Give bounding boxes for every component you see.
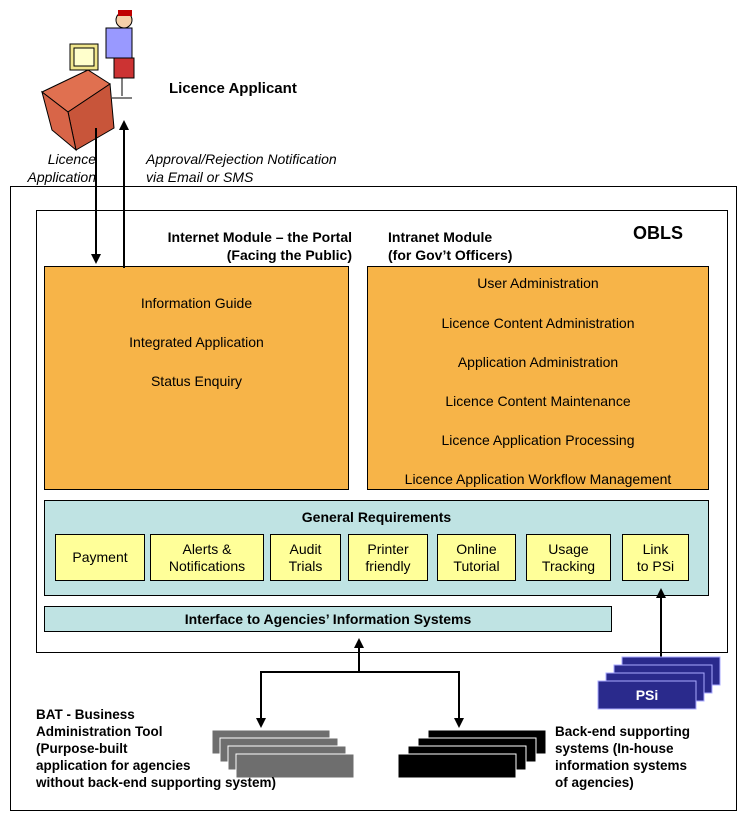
- requirement-alerts-notifications: Alerts &Notifications: [150, 534, 264, 581]
- bat-line-1: BAT - Business: [36, 707, 135, 722]
- bat-description: BAT - Business Administration Tool (Purp…: [36, 706, 276, 791]
- internet-module-title: Internet Module – the Portal (Facing the…: [120, 228, 352, 264]
- internet-item-status-enquiry: Status Enquiry: [150, 373, 243, 389]
- obls-title: OBLS: [633, 223, 684, 243]
- backend-description: Back-end supporting systems (In-house in…: [555, 723, 690, 791]
- application-label-line2: Application: [27, 169, 97, 185]
- backend-line-3: information systems: [555, 758, 688, 773]
- intranet-item-licence-content-administration: Licence Content Administration: [441, 315, 635, 331]
- requirement-psi-line1: Link: [642, 540, 669, 557]
- application-label-line1: Licence: [47, 151, 96, 167]
- applicant-label: Licence Applicant: [169, 80, 297, 97]
- intranet-item-licence-content-maintenance: Licence Content Maintenance: [445, 393, 631, 409]
- requirement-audit-line1: Audit: [289, 540, 322, 557]
- backend-line-4: of agencies): [555, 775, 634, 790]
- intranet-module-title: Intranet Module (for Gov’t Officers): [388, 228, 512, 264]
- bat-line-5: without back-end supporting system): [36, 775, 277, 790]
- intranet-item-application-administration: Application Administration: [457, 354, 619, 370]
- requirement-alerts-line1: Alerts &: [182, 540, 232, 557]
- notification-arrow-label: Approval/Rejection Notification via Emai…: [146, 150, 337, 186]
- bat-line-4: application for agencies: [36, 758, 191, 773]
- requirement-printer-line2: friendly: [365, 557, 411, 574]
- interface-bar: Interface to Agencies’ Information Syste…: [44, 606, 612, 632]
- internet-module-box: Information Guide Integrated Application…: [44, 266, 349, 490]
- bat-line-2: Administration Tool: [36, 724, 163, 739]
- intranet-item-workflow-management: Licence Application Workflow Management: [404, 471, 672, 487]
- requirement-psi-line2: to PSi: [636, 557, 675, 574]
- intranet-module-box: User Administration Licence Content Admi…: [367, 266, 709, 490]
- application-arrow-label: Licence Application: [8, 150, 97, 186]
- requirement-tutorial-line1: Online: [456, 540, 497, 557]
- notification-label-line2: via Email or SMS: [146, 169, 254, 185]
- intranet-item-user-administration: User Administration: [477, 275, 599, 291]
- general-requirements-title: General Requirements: [301, 509, 452, 525]
- internet-item-information-guide: Information Guide: [140, 295, 253, 311]
- requirement-audit-line2: Trials: [288, 557, 323, 574]
- intranet-module-title-line1: Intranet Module: [388, 229, 493, 245]
- intranet-item-licence-application-processing: Licence Application Processing: [441, 432, 635, 448]
- requirement-tutorial-line2: Tutorial: [453, 557, 500, 574]
- notification-label-line1: Approval/Rejection Notification: [146, 151, 337, 167]
- requirement-usage-line1: Usage: [548, 540, 589, 557]
- requirement-usage-line2: Tracking: [541, 557, 596, 574]
- requirement-payment: Payment: [55, 534, 145, 581]
- bat-line-3: (Purpose-built: [36, 741, 128, 756]
- intranet-module-title-line2: (for Gov’t Officers): [388, 247, 513, 263]
- internet-module-title-line2: (Facing the Public): [226, 247, 352, 263]
- psi-label: PSi: [635, 687, 659, 703]
- requirement-alerts-line2: Notifications: [168, 557, 246, 574]
- requirement-printer-line1: Printer: [367, 540, 409, 557]
- requirement-payment-line1: Payment: [72, 549, 128, 565]
- internet-module-title-line1: Internet Module – the Portal: [167, 229, 352, 245]
- backend-line-1: Back-end supporting: [555, 724, 691, 739]
- internet-item-integrated-application: Integrated Application: [129, 334, 264, 350]
- backend-line-2: systems (In-house: [555, 741, 674, 756]
